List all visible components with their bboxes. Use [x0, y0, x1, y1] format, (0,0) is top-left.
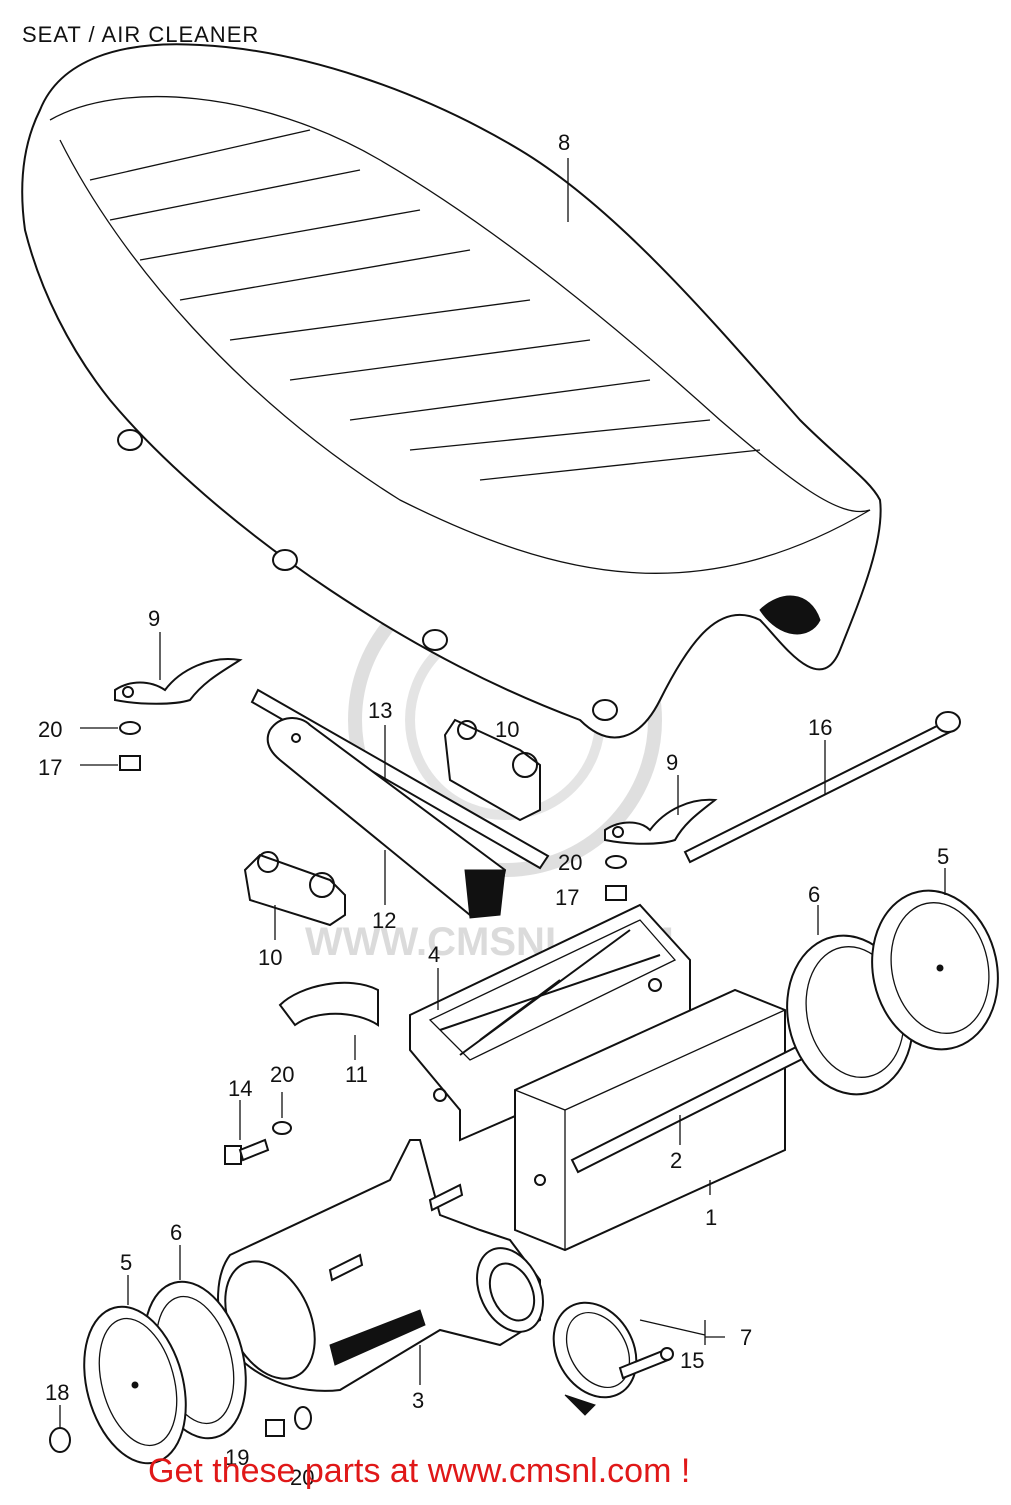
nut-18: 18	[45, 1380, 71, 1453]
callout-3: 3	[412, 1388, 424, 1413]
band-11: 11	[278, 981, 379, 1087]
bolt-14: 14 20	[224, 1062, 294, 1165]
cleaner-housing-3: 3	[217, 1139, 544, 1413]
rubber-block-10-upper: 10	[443, 717, 541, 822]
callout-16: 16	[808, 715, 832, 740]
callout-5-right: 5	[937, 844, 949, 869]
callout-13: 13	[368, 698, 392, 723]
callout-4: 4	[428, 942, 440, 967]
callout-20-right: 20	[558, 850, 582, 875]
callout-7: 7	[740, 1325, 752, 1350]
seat-part: 8	[21, 43, 882, 739]
callout-1: 1	[705, 1205, 717, 1230]
tube-12: 12	[266, 717, 507, 933]
cover-5-left: 5	[83, 1250, 187, 1465]
callout-20-bottom: 20	[290, 1465, 314, 1490]
callout-20-left: 20	[38, 717, 62, 742]
callout-6-left: 6	[170, 1220, 182, 1245]
callout-2: 2	[670, 1148, 682, 1173]
footer-link[interactable]: Get these parts at www.cmsnl.com !	[148, 1452, 691, 1490]
callout-9-left: 9	[148, 606, 160, 631]
bracket-9-right: 9 20 17	[555, 750, 718, 910]
rubber-block-10-lower: 10	[243, 851, 346, 970]
callout-12: 12	[372, 908, 396, 933]
callout-10-upper: 10	[495, 717, 519, 742]
callout-14: 14	[228, 1076, 252, 1101]
cover-5-right: 5	[871, 844, 999, 1051]
callout-18: 18	[45, 1380, 69, 1405]
callout-17-left: 17	[38, 755, 62, 780]
diagram-title: SEAT / AIR CLEANER	[22, 22, 260, 47]
bracket-9-left: 9	[114, 606, 243, 705]
rod-13: 13	[250, 688, 550, 870]
clamp-7: 7 15	[552, 1301, 752, 1416]
callout-17-right: 17	[555, 885, 579, 910]
callout-10-lower: 10	[258, 945, 282, 970]
callout-15: 15	[680, 1348, 704, 1373]
nut-washer-bottom: 19 20	[225, 1406, 314, 1490]
callout-6-right: 6	[808, 882, 820, 907]
callout-20-mid: 20	[270, 1062, 294, 1087]
callout-19: 19	[225, 1445, 249, 1470]
callout-11: 11	[345, 1062, 368, 1087]
bolt-16: 16	[683, 711, 961, 864]
washer-nut-left: 20 17	[38, 717, 141, 780]
callout-5-left: 5	[120, 1250, 132, 1275]
callout-8: 8	[558, 130, 570, 155]
callout-9-right: 9	[666, 750, 678, 775]
